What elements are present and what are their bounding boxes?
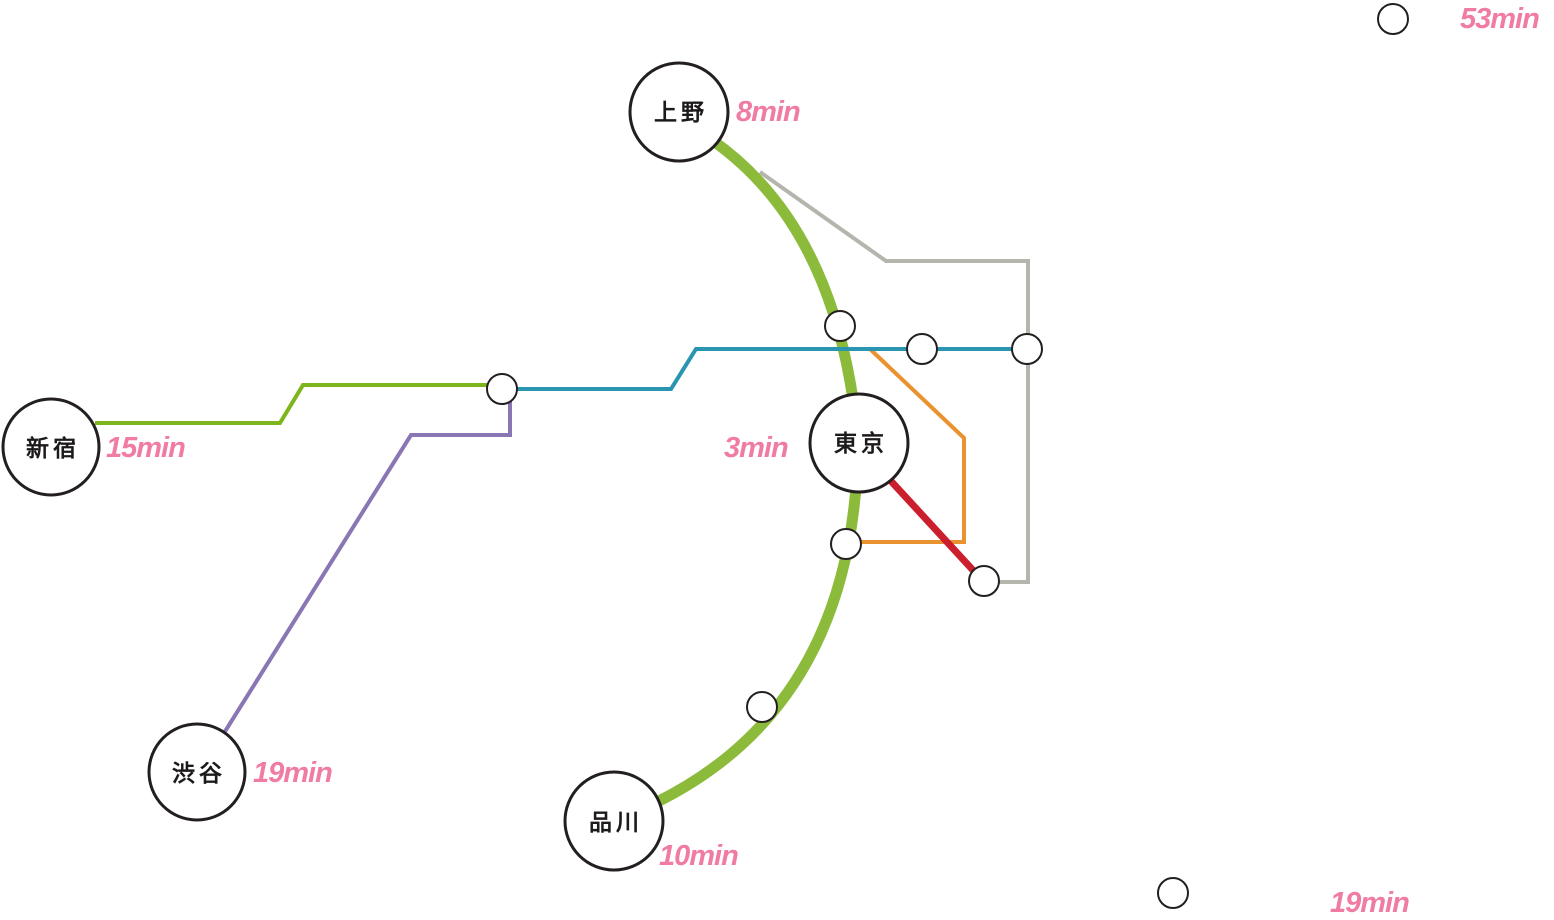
minor-station[interactable] bbox=[746, 691, 778, 723]
minor-station[interactable] bbox=[1011, 333, 1043, 365]
travel-time-label: 19min bbox=[1330, 887, 1409, 919]
station-shibuya[interactable]: 渋谷 bbox=[147, 722, 247, 822]
remote-station[interactable] bbox=[1157, 877, 1189, 909]
minor-station[interactable] bbox=[968, 565, 1000, 597]
minor-station[interactable] bbox=[486, 373, 518, 405]
travel-time-label: 15min bbox=[106, 432, 185, 464]
travel-time-label: 10min bbox=[659, 840, 738, 872]
minor-station[interactable] bbox=[906, 333, 938, 365]
minor-station[interactable] bbox=[824, 310, 856, 342]
station-name: 東京 bbox=[834, 430, 888, 457]
station-name: 新宿 bbox=[26, 435, 80, 462]
gray-rail-line bbox=[758, 170, 1030, 584]
remote-station[interactable] bbox=[1377, 3, 1409, 35]
red-rail-line bbox=[887, 477, 985, 583]
hanzomon-rail-line bbox=[222, 392, 512, 735]
station-name: 渋谷 bbox=[172, 761, 226, 787]
travel-time-label: 3min bbox=[724, 432, 788, 464]
station-ueno[interactable]: 上野 bbox=[628, 61, 730, 163]
orange-rail-line bbox=[846, 347, 966, 544]
station-shinagawa[interactable]: 品川 bbox=[563, 770, 665, 872]
station-name: 品川 bbox=[589, 810, 643, 836]
tozai-rail-line bbox=[502, 347, 1027, 391]
chuo-rail-line bbox=[95, 383, 502, 425]
station-shinjuku[interactable]: 新宿 bbox=[1, 397, 101, 497]
travel-time-label: 53min bbox=[1460, 3, 1539, 35]
minor-station[interactable] bbox=[830, 528, 862, 560]
station-name: 上野 bbox=[654, 100, 708, 126]
travel-time-label: 8min bbox=[736, 96, 800, 128]
station-tokyo[interactable]: 東京 bbox=[808, 392, 910, 494]
travel-time-label: 19min bbox=[253, 757, 332, 789]
